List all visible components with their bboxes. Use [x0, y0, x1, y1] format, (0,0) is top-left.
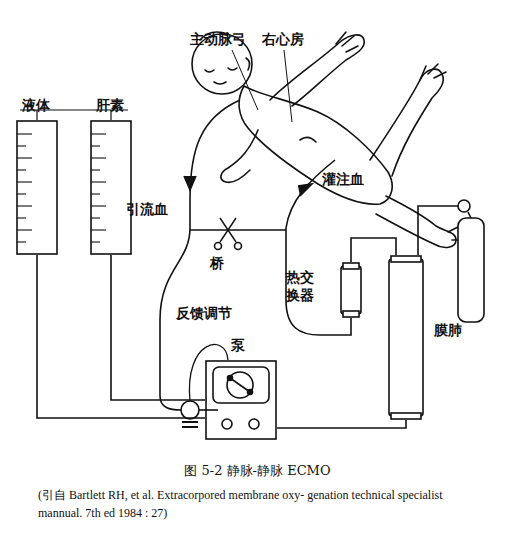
box-outline — [206, 361, 276, 439]
infant-figure — [376, 196, 456, 247]
node-label: 肝素 — [96, 96, 124, 114]
part-label: 桥 — [210, 254, 224, 272]
scale-mark — [17, 193, 26, 194]
part-label: 主动脉弓 — [190, 30, 246, 48]
perfusion-line — [298, 184, 312, 196]
membrane-lung: 膜肺 — [388, 255, 424, 420]
bladder — [181, 401, 199, 419]
figure-caption: 图 5-2 静脉-静脉 ECMO — [0, 462, 515, 480]
scale-mark — [17, 157, 32, 158]
scale-mark — [17, 205, 32, 206]
drainage-line — [184, 176, 196, 190]
node-outline — [388, 255, 424, 420]
tube-line — [351, 238, 396, 262]
cylinder-cap — [391, 413, 421, 419]
infant-figure — [192, 32, 464, 247]
source-note: (引自 Bartlett RH, et al. Extracorpored me… — [38, 486, 478, 522]
tube-line — [111, 255, 205, 400]
scale-mark — [91, 193, 100, 194]
scale-mark — [17, 229, 32, 230]
scale-mark — [91, 157, 106, 158]
pump-parts — [228, 376, 233, 381]
leader-line — [232, 50, 258, 110]
scale-mark — [17, 169, 26, 170]
node-outline — [340, 262, 362, 318]
scale-mark — [91, 145, 100, 146]
bag-outline — [17, 121, 57, 254]
bridge — [220, 218, 236, 242]
scale-mark — [91, 169, 100, 170]
scale-mark — [17, 181, 32, 182]
scale-mark — [91, 241, 100, 242]
cylinder-cap — [343, 311, 359, 317]
node-outline — [90, 120, 132, 255]
scale-mark — [17, 133, 32, 134]
scale-mark — [91, 205, 106, 206]
scale-mark — [91, 181, 106, 182]
cylinder-cap — [343, 263, 359, 269]
leader-line — [284, 50, 292, 122]
cylinder-outline — [389, 259, 423, 416]
fluid-bag: 液体 — [16, 120, 58, 255]
pump-parts — [227, 372, 253, 398]
infant-figure — [205, 58, 250, 84]
pump-parts — [249, 419, 259, 429]
drainage-line — [160, 100, 240, 410]
scale-mark — [17, 217, 26, 218]
scale-mark — [17, 145, 26, 146]
bladder — [182, 422, 198, 427]
cylinder-outline — [341, 266, 361, 314]
pump-parts — [213, 367, 269, 403]
gas-supply — [458, 218, 484, 322]
pump-parts — [222, 419, 232, 429]
scale-mark — [17, 241, 26, 242]
node-outline — [16, 120, 58, 255]
heparin-bag: 肝素 — [90, 120, 132, 255]
node-outline — [205, 360, 277, 440]
node-label: 热交换器 — [286, 268, 318, 304]
pump-parts — [248, 390, 253, 395]
part-label: 引流血 — [126, 200, 168, 218]
infant-figure — [420, 64, 446, 80]
part-label: 灌注血 — [322, 170, 364, 188]
part-label: 右心房 — [262, 30, 304, 48]
pump-box: 泵 — [205, 360, 277, 440]
cylinder-cap — [391, 256, 421, 262]
gas-supply — [418, 206, 471, 255]
bridge — [190, 229, 286, 231]
bridge — [215, 243, 222, 250]
scale-mark — [91, 229, 106, 230]
infant-figure — [239, 86, 392, 204]
tube-line — [37, 255, 205, 418]
tube-line — [277, 420, 406, 428]
bladder — [181, 401, 218, 427]
gas-supply — [418, 200, 484, 322]
infant-figure — [300, 137, 316, 142]
pump-parts — [230, 378, 250, 392]
infant-figure — [370, 69, 443, 176]
part-label: 反馈调节 — [176, 304, 232, 322]
infant-figure — [336, 32, 358, 52]
infant-figure — [221, 130, 258, 182]
scale-mark — [91, 133, 106, 134]
node-label: 膜肺 — [434, 321, 462, 339]
node-label: 泵 — [231, 336, 245, 354]
bag-outline — [91, 121, 131, 254]
pump-parts — [213, 367, 269, 429]
bridge — [190, 218, 286, 250]
bladder — [199, 409, 218, 411]
heat-exchanger: 热交换器 — [340, 262, 362, 318]
leader-line — [232, 50, 292, 122]
bridge — [235, 243, 242, 250]
gas-supply — [458, 200, 470, 212]
node-label: 液体 — [22, 96, 50, 114]
drainage-line — [160, 100, 240, 410]
scale-mark — [91, 217, 100, 218]
